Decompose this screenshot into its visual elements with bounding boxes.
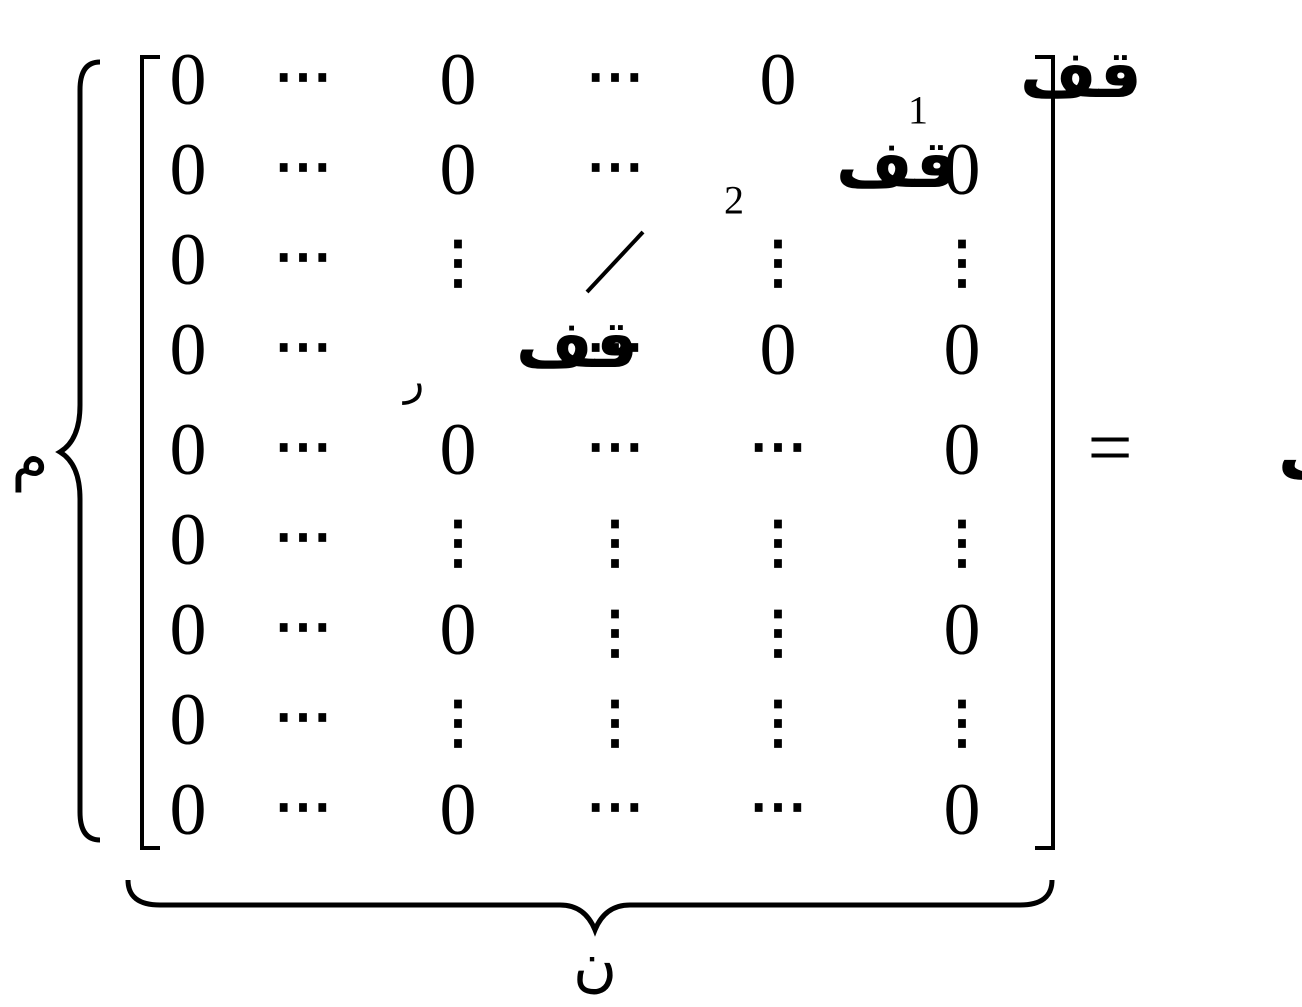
matrix-cell-r1-c3-zero: 0: [440, 39, 477, 121]
matrix-cell-r6-c3-vdots: ⋮: [429, 510, 487, 575]
cols-label: ن: [573, 930, 617, 1000]
matrix-cell-r2-c6-zero: 0: [944, 129, 981, 211]
matrix-cell-r9-c5-hdots: ⋯: [749, 774, 807, 839]
matrix-cell-r4-c3-sv-subscript: ر: [402, 356, 424, 405]
matrix-cell-r1-c1-zero: 0: [170, 39, 207, 121]
matrix-cell-r2-c4-hdots: ⋯: [586, 134, 644, 199]
matrix-cell-r6-c1-zero: 0: [170, 499, 207, 581]
matrix-cell-r9-c2-hdots: ⋯: [274, 774, 332, 839]
matrix-cell-r6-c2-hdots: ⋯: [274, 504, 332, 569]
matrix-cell-r9-c4-hdots: ⋯: [586, 774, 644, 839]
matrix-cell-r5-c2-hdots: ⋯: [274, 414, 332, 479]
matrix-cell-r8-c2-hdots: ⋯: [274, 684, 332, 749]
matrix-cell-r4-c3-sv-symbol: قف: [516, 305, 638, 383]
matrix-cell-r7-c5-vdots: ⋮: [749, 600, 807, 665]
matrix-cell-r1-c4-hdots: ⋯: [586, 44, 644, 109]
matrix-cell-r1-c6-sv-subscript: 1: [908, 88, 928, 133]
matrix-cell-r5-c5-hdots: ⋯: [749, 414, 807, 479]
matrix-cell-r3-c6-vdots: ⋮: [933, 230, 991, 295]
right-bracket: [1035, 55, 1055, 850]
matrix-cell-r8-c3-vdots: ⋮: [429, 690, 487, 755]
matrix-cell-r3-c1-zero: 0: [170, 219, 207, 301]
matrix-cell-r8-c5-vdots: ⋮: [749, 690, 807, 755]
matrix-cell-r4-c1-zero: 0: [170, 309, 207, 391]
matrix-cell-r7-c4-vdots: ⋮: [586, 600, 644, 665]
matrix-cell-r6-c4-vdots: ⋮: [586, 510, 644, 575]
matrix-cell-r7-c6-zero: 0: [944, 589, 981, 671]
matrix-cell-r7-c1-zero: 0: [170, 589, 207, 671]
matrix-cell-r3-c3-vdots: ⋮: [429, 230, 487, 295]
matrix-cell-r3-c4-ddots: [585, 230, 645, 294]
matrix-cell-r5-c1-zero: 0: [170, 409, 207, 491]
matrix-cell-r7-c2-hdots: ⋯: [274, 594, 332, 659]
matrix-cell-r9-c1-zero: 0: [170, 769, 207, 851]
matrix-cell-r2-c5-sv-subscript: 2: [724, 178, 744, 223]
matrix-cell-r4-c4-hdots: ⋯: [586, 314, 644, 379]
matrix-cell-r1-c5-zero: 0: [760, 39, 797, 121]
matrix-cell-r9-c3-zero: 0: [440, 769, 477, 851]
matrix-cell-r7-c3-zero: 0: [440, 589, 477, 671]
matrix-cell-r2-c1-zero: 0: [170, 129, 207, 211]
matrix-cell-r1-c6-sv-symbol: قف: [1020, 35, 1142, 113]
matrix-cell-r6-c6-vdots: ⋮: [933, 510, 991, 575]
left-bracket: [140, 55, 160, 850]
matrix-cell-r5-c3-zero: 0: [440, 409, 477, 491]
matrix-cell-r4-c6-zero: 0: [944, 309, 981, 391]
rows-brace: [55, 59, 101, 843]
matrix-cell-r5-c4-hdots: ⋯: [586, 414, 644, 479]
equals-sign: =: [1087, 404, 1132, 492]
matrix-cell-r9-c6-zero: 0: [944, 769, 981, 851]
lhs-symbol: مقف: [1278, 415, 1302, 495]
matrix-cell-r4-c5-zero: 0: [760, 309, 797, 391]
matrix-cell-r8-c6-vdots: ⋮: [933, 690, 991, 755]
matrix-cell-r2-c5-sv-symbol: قف: [836, 125, 958, 203]
cols-brace: [125, 879, 1055, 937]
matrix-cell-r6-c5-vdots: ⋮: [749, 510, 807, 575]
matrix-cell-r8-c4-vdots: ⋮: [586, 690, 644, 755]
rows-label: م: [11, 423, 48, 493]
matrix-cell-r1-c2-hdots: ⋯: [274, 44, 332, 109]
matrix-cell-r3-c2-hdots: ⋯: [274, 224, 332, 289]
matrix-cell-r2-c3-zero: 0: [440, 129, 477, 211]
matrix-cell-r5-c6-zero: 0: [944, 409, 981, 491]
matrix-cell-r8-c1-zero: 0: [170, 679, 207, 761]
matrix-cell-r2-c2-hdots: ⋯: [274, 134, 332, 199]
matrix-cell-r4-c2-hdots: ⋯: [274, 314, 332, 379]
matrix-cell-r3-c5-vdots: ⋮: [749, 230, 807, 295]
